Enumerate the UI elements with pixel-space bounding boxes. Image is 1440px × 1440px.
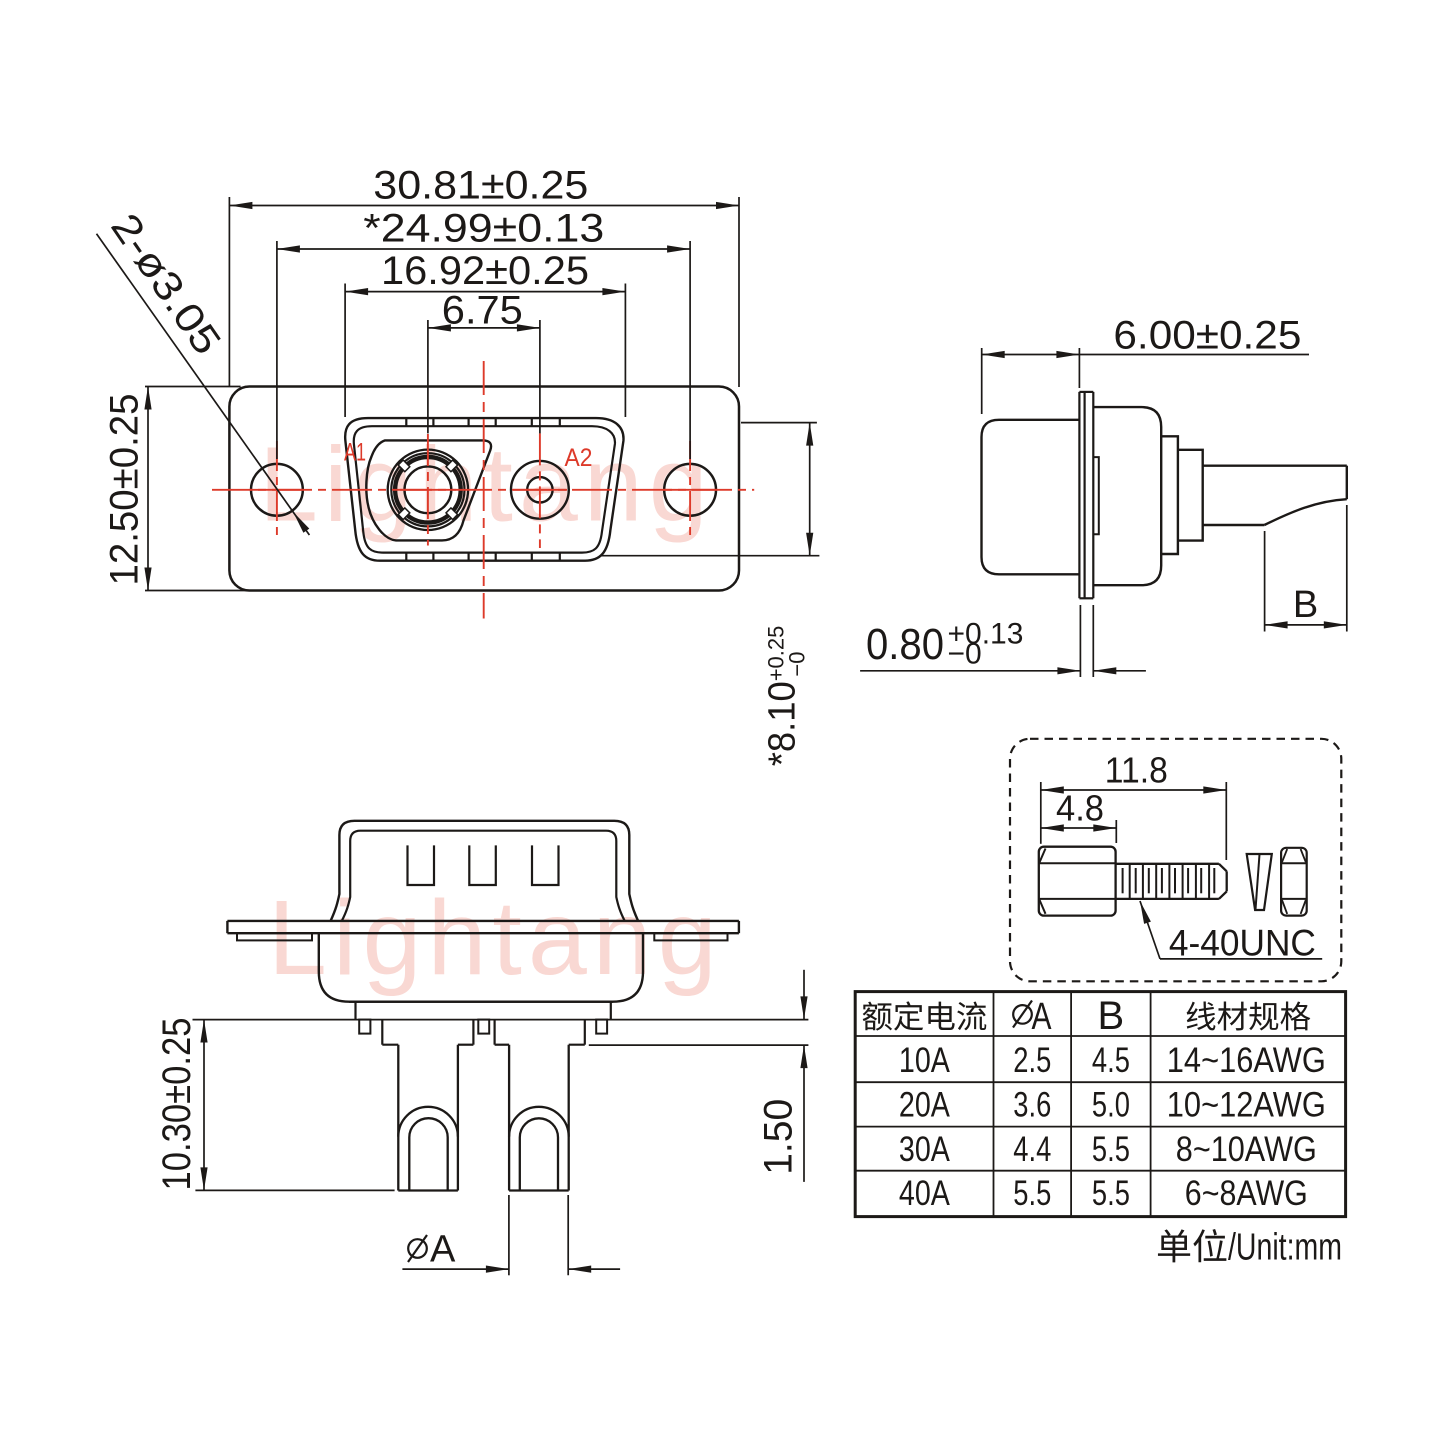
svg-text:A: A (430, 1229, 456, 1271)
svg-text:4-40UNC: 4-40UNC (1169, 923, 1316, 964)
svg-text:B: B (1098, 994, 1125, 1038)
svg-text:10A: 10A (899, 1041, 951, 1080)
svg-text:Lightang: Lightang (259, 426, 714, 544)
svg-text:8~10AWG: 8~10AWG (1176, 1130, 1317, 1169)
svg-text:+0.13: +0.13 (948, 618, 1024, 651)
svg-text:A2: A2 (565, 444, 593, 472)
svg-text:*8.10+0.25−0: *8.10+0.25−0 (762, 626, 810, 767)
svg-text:A: A (1032, 996, 1053, 1038)
svg-text:B: B (1293, 584, 1318, 626)
svg-text:30.81±0.25: 30.81±0.25 (373, 163, 588, 207)
svg-text:3.6: 3.6 (1013, 1085, 1051, 1124)
svg-text:6~8AWG: 6~8AWG (1185, 1174, 1308, 1213)
svg-text:4.4: 4.4 (1013, 1130, 1051, 1169)
svg-text:0.80: 0.80 (866, 620, 944, 669)
svg-text:10.30±0.25: 10.30±0.25 (155, 1018, 199, 1191)
svg-text:*24.99±0.13: *24.99±0.13 (363, 207, 604, 251)
svg-text:16.92±0.25: 16.92±0.25 (381, 249, 589, 293)
svg-text:20A: 20A (899, 1085, 951, 1124)
svg-text:/Unit:mm: /Unit:mm (1228, 1227, 1342, 1269)
svg-text:−0: −0 (948, 638, 982, 671)
svg-text:4.8: 4.8 (1056, 788, 1104, 829)
svg-text:11.8: 11.8 (1105, 750, 1168, 791)
svg-text:A1: A1 (344, 439, 366, 467)
svg-text:12.50±0.25: 12.50±0.25 (103, 394, 147, 586)
svg-text:40A: 40A (899, 1174, 951, 1213)
svg-text:6.75: 6.75 (442, 289, 523, 333)
svg-text:30A: 30A (899, 1130, 951, 1169)
svg-text:5.0: 5.0 (1092, 1085, 1130, 1124)
svg-text:14~16AWG: 14~16AWG (1167, 1041, 1326, 1080)
svg-text:5.5: 5.5 (1013, 1174, 1051, 1213)
svg-text:4.5: 4.5 (1092, 1041, 1130, 1080)
svg-text:10~12AWG: 10~12AWG (1167, 1085, 1326, 1124)
svg-text:1.50: 1.50 (757, 1099, 801, 1175)
svg-text:2.5: 2.5 (1013, 1041, 1051, 1080)
svg-text:5.5: 5.5 (1092, 1130, 1130, 1169)
svg-text:5.5: 5.5 (1092, 1174, 1130, 1213)
svg-text:6.00±0.25: 6.00±0.25 (1113, 314, 1301, 358)
